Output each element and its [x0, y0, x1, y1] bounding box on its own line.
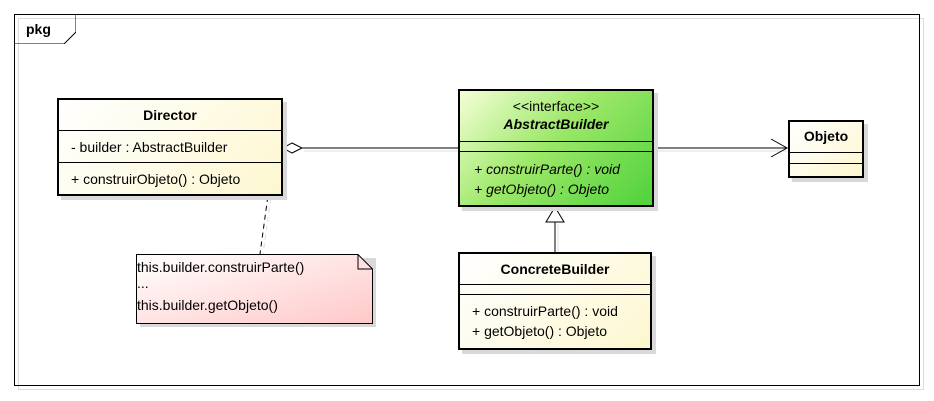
class-director[interactable]: Director - builder : AbstractBuilder + c… — [57, 98, 283, 196]
class-objeto[interactable]: Objeto — [788, 120, 864, 178]
director-separator — [59, 162, 281, 163]
concrete-builder-separator — [460, 294, 650, 295]
director-attribute: - builder : AbstractBuilder — [71, 139, 228, 155]
aggregation-diamond — [281, 142, 304, 154]
concrete-builder-operation: + construirParte() : void — [472, 303, 618, 319]
package-frame-shadow — [18, 18, 924, 390]
package-label: pkg — [26, 21, 51, 37]
objeto-separator — [790, 163, 862, 164]
abstract-builder-stereotype: <<interface>> — [512, 98, 600, 114]
abstract-builder-name: AbstractBuilder — [503, 116, 609, 132]
abstract-builder-header: <<interface>> AbstractBuilder — [460, 91, 652, 141]
abstract-builder-operation: + getObjeto() : Objeto — [474, 181, 610, 197]
director-name: Director — [143, 107, 197, 123]
dependency-arrowhead — [770, 138, 789, 158]
director-separator — [59, 130, 281, 131]
generalization-triangle — [545, 206, 565, 223]
class-concrete-builder[interactable]: ConcreteBuilder + construirParte() : voi… — [458, 252, 652, 350]
concrete-builder-name: ConcreteBuilder — [500, 261, 610, 277]
objeto-separator — [790, 152, 862, 153]
note-line: this.builder.construirParte() — [137, 259, 305, 275]
class-abstract-builder[interactable]: <<interface>> AbstractBuilder + construi… — [458, 89, 654, 207]
note-line: this.builder.getObjeto() — [137, 297, 278, 313]
concrete-builder-header: ConcreteBuilder — [460, 254, 650, 284]
abstract-builder-separator — [460, 151, 652, 152]
note-box[interactable] — [136, 254, 378, 328]
abstract-builder-operation: + construirParte() : void — [474, 161, 620, 177]
objeto-name: Objeto — [803, 128, 849, 144]
concrete-builder-separator — [460, 284, 650, 285]
abstract-builder-separator — [460, 141, 652, 142]
aggregation-connector — [281, 142, 460, 154]
objeto-header: Objeto — [790, 122, 862, 152]
director-operation: + construirObjeto() : Objeto — [71, 171, 241, 187]
dependency-connector — [654, 138, 789, 158]
note-line: ... — [137, 275, 149, 291]
director-header: Director — [59, 100, 281, 130]
package-tab — [14, 14, 76, 44]
package-frame — [14, 14, 920, 386]
concrete-builder-operation: + getObjeto() : Objeto — [472, 323, 608, 339]
generalization-connector — [545, 206, 565, 252]
